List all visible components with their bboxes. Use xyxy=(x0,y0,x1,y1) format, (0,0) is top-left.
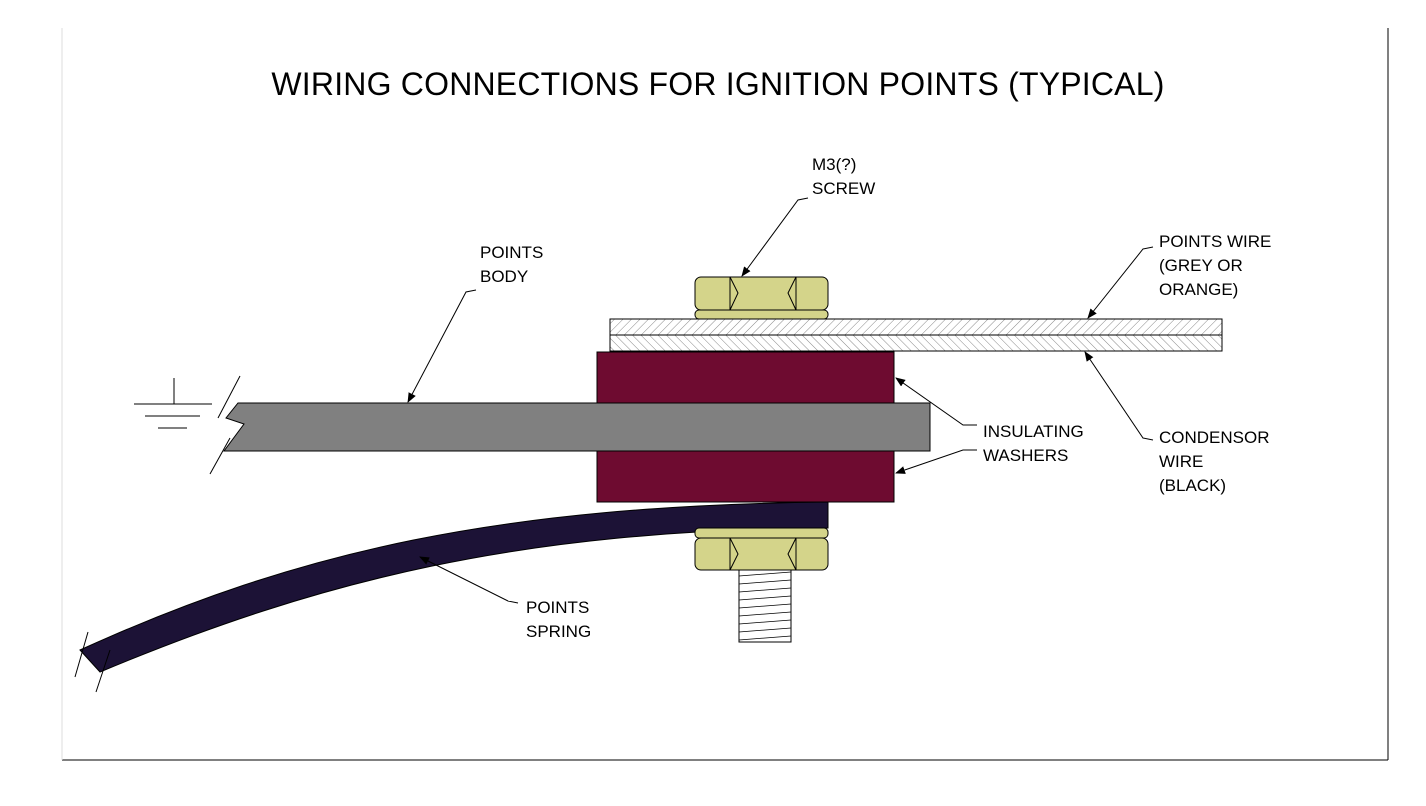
condensor-wire xyxy=(609,334,1223,352)
washer-leader-lower xyxy=(895,449,977,474)
points-body-label-line: BODY xyxy=(480,267,529,286)
insulating-washers-label-line: INSULATING xyxy=(983,422,1084,441)
points-wire-label-line: ORANGE) xyxy=(1159,280,1239,299)
points-spring-label: POINTS SPRING xyxy=(526,596,591,644)
points-wire-label: POINTS WIRE (GREY OR ORANGE) xyxy=(1159,230,1271,302)
washer-leader-upper xyxy=(895,377,977,426)
points-body xyxy=(223,402,931,452)
screw-threads xyxy=(738,567,792,643)
insulating-washers-label-line: WASHERS xyxy=(983,446,1069,465)
points-spring-leader xyxy=(419,556,519,604)
insulating-washers-label: INSULATING WASHERS xyxy=(983,420,1084,468)
lower-nut xyxy=(694,527,829,571)
points-spring-label-line: POINTS xyxy=(526,598,590,617)
upper-nut xyxy=(694,276,829,320)
condensor-wire-label-line: WIRE xyxy=(1159,452,1204,471)
ground-symbol xyxy=(134,378,212,429)
body-break-line-2 xyxy=(209,437,231,475)
points-body-leader xyxy=(407,289,477,403)
spring-break-line xyxy=(74,631,89,678)
points-spring-label-line: SPRING xyxy=(526,622,592,641)
condensor-wire-label: CONDENSOR WIRE (BLACK) xyxy=(1159,426,1270,498)
body-break-line xyxy=(217,375,241,419)
screw-label-line: M3(?) xyxy=(812,155,857,174)
points-wire-leader xyxy=(1087,246,1154,319)
screw-label: M3(?) SCREW xyxy=(812,153,875,201)
condensor-wire-label-line: CONDENSOR xyxy=(1159,428,1270,447)
points-spring xyxy=(79,501,829,673)
points-wire xyxy=(609,318,1223,336)
screw-leader xyxy=(741,197,809,277)
screw-label-line: SCREW xyxy=(812,179,876,198)
points-body-label-line: POINTS xyxy=(480,243,544,262)
spring-break-line-2 xyxy=(95,649,111,693)
points-wire-label-line: POINTS WIRE xyxy=(1159,232,1272,251)
points-body-label: POINTS BODY xyxy=(480,241,543,289)
points-wire-label-line: (GREY OR xyxy=(1159,256,1243,275)
condensor-wire-leader xyxy=(1084,351,1154,441)
condensor-wire-label-line: (BLACK) xyxy=(1159,476,1227,495)
diagram-title: WIRING CONNECTIONS FOR IGNITION POINTS (… xyxy=(271,66,1165,102)
